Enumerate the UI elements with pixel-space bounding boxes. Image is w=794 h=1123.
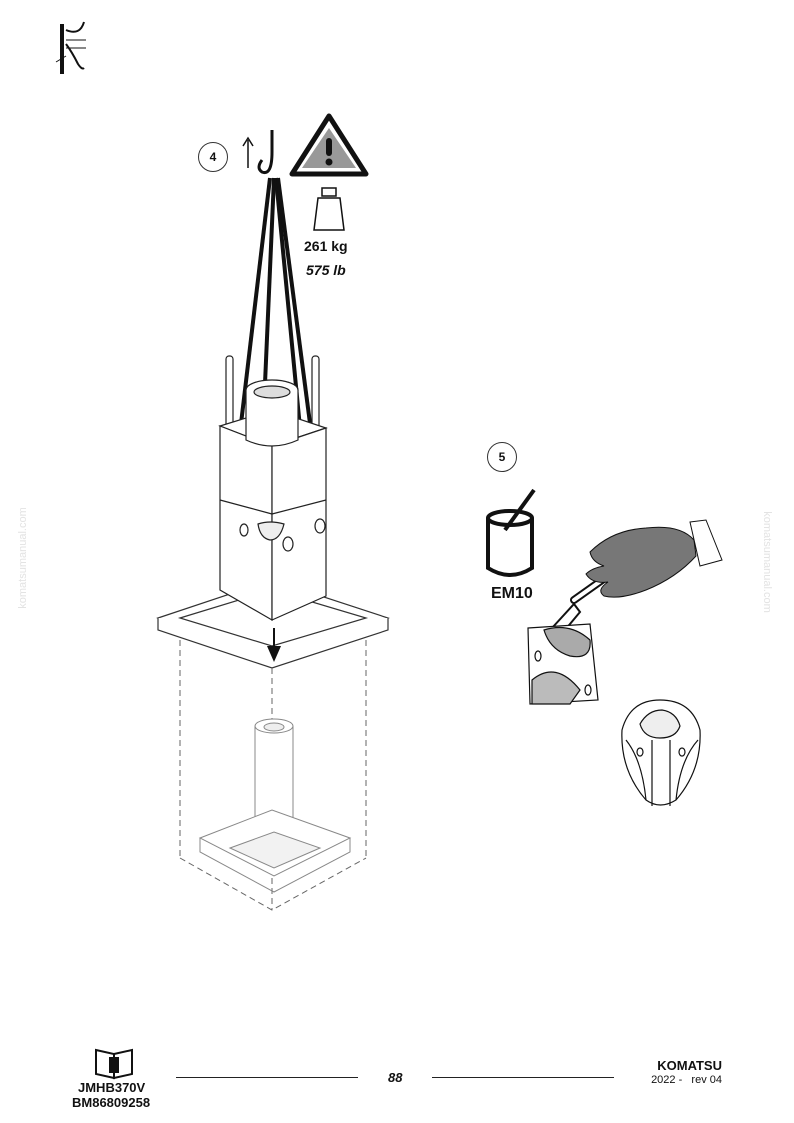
revision-label: 2022 - rev 04 (651, 1074, 722, 1086)
hand-with-brush (550, 519, 723, 638)
weight-kg-label: 261 kg (304, 238, 348, 254)
crane-hook-icon (257, 130, 274, 175)
chisel-tool (198, 718, 352, 893)
grease-pot-icon (486, 488, 536, 577)
warning-triangle-icon (289, 113, 369, 177)
document-code: BM86809258 (72, 1095, 151, 1110)
brand-name: KOMATSU (657, 1058, 722, 1073)
model-code: JMHB370V (78, 1080, 146, 1095)
step-4-number: 4 (198, 142, 228, 172)
footer-rule-right (432, 1077, 614, 1078)
step-5-number: 5 (487, 442, 517, 472)
page-number: 88 (388, 1070, 403, 1085)
lower-down-arrow (267, 628, 281, 662)
weight-lb-label: 575 lb (306, 262, 346, 278)
watermark-left: komatsumanual.com (16, 507, 29, 609)
greased-housing-part (621, 699, 701, 806)
housing-part-greasing (527, 623, 599, 705)
grease-product-label: EM10 (491, 585, 533, 602)
manual-book-icon (95, 1048, 133, 1080)
hammer-housing (218, 355, 328, 622)
hammer-chisel-icon (55, 21, 86, 74)
weight-icon (313, 187, 345, 231)
lift-up-arrow (242, 136, 254, 168)
watermark-right: komatsumanual.com (760, 511, 773, 613)
footer-rule-left (176, 1077, 358, 1078)
